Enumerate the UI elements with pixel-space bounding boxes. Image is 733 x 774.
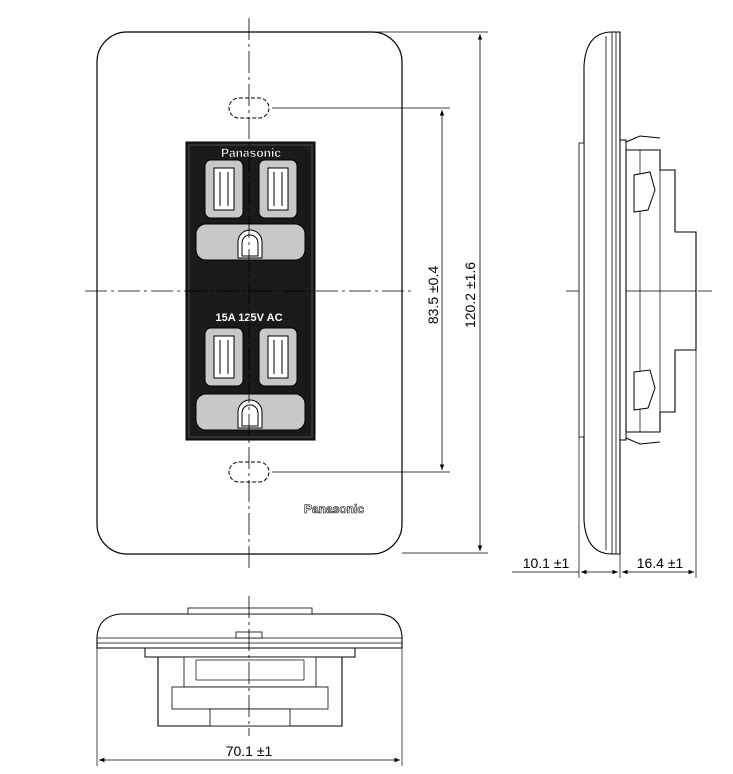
body-depth-dimension-label: 16.4 ±1 bbox=[637, 555, 684, 571]
side-view bbox=[566, 31, 712, 555]
height-dimensions: 83.5 ±0.4 120.2 ±1.6 bbox=[249, 31, 488, 554]
lower-outlet bbox=[195, 327, 306, 431]
side-plate-profile bbox=[583, 31, 621, 555]
screw-pitch-dimension-label: 83.5 ±0.4 bbox=[425, 266, 441, 324]
plate-depth-dimension-label: 10.1 ±1 bbox=[523, 555, 570, 571]
front-view: Panasonic 15A 125V AC bbox=[85, 18, 414, 568]
plate-brand-label: Panasonic bbox=[304, 502, 364, 516]
total-height-dimension-label: 120.2 ±1.6 bbox=[462, 262, 478, 328]
bottom-view bbox=[96, 596, 403, 736]
width-dimension: 70.1 ±1 bbox=[96, 648, 403, 766]
outlet-brand-label: Panasonic bbox=[221, 146, 281, 160]
total-width-dimension-label: 70.1 ±1 bbox=[226, 743, 273, 759]
depth-dimensions: 10.1 ±1 16.4 ±1 bbox=[512, 350, 697, 578]
upper-outlet bbox=[195, 159, 306, 261]
